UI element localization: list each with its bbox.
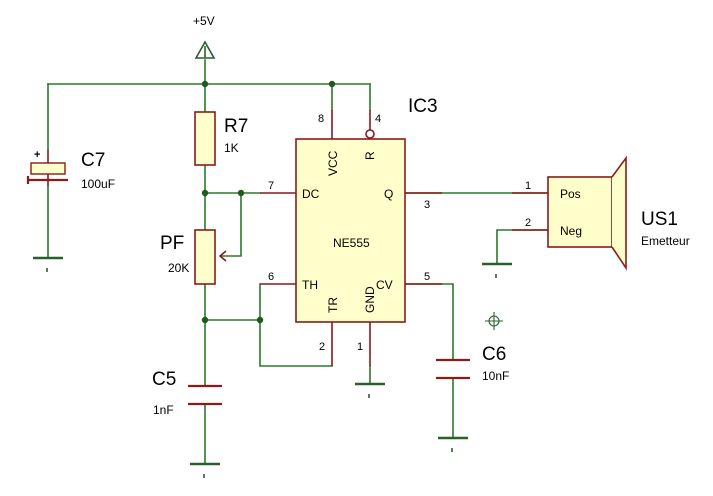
junctions	[201, 80, 336, 324]
speaker-neg-wire	[496, 229, 549, 265]
pf-ref-label: PF	[160, 233, 184, 254]
junction-dot	[201, 316, 209, 324]
ic3-ne555[interactable]: 8 4 7 6 3 5 2 1 VCC R DC Q TH CV TR GND …	[260, 96, 442, 366]
potentiometer-pf[interactable]: PF 20K	[160, 229, 227, 285]
junction-dot	[328, 80, 336, 88]
ground-icon	[190, 462, 220, 478]
c5-value-label: 1nF	[153, 403, 174, 417]
pin-6-number: 6	[268, 271, 274, 283]
resistor-r7[interactable]: R7 1K	[194, 111, 248, 166]
cv-c6-wire	[404, 283, 454, 361]
pin-4-inversion-icon	[365, 129, 375, 139]
pin-tr-name: TR	[326, 297, 340, 313]
capacitor-c5[interactable]: C5 1nF	[152, 369, 222, 417]
speaker-cone-icon	[611, 155, 627, 271]
ground-icon	[482, 262, 512, 278]
speaker-us1[interactable]: 1 2 Pos Neg US1 Emetteur	[512, 155, 690, 271]
pin-7-number: 7	[268, 180, 274, 192]
c6-ref-label: C6	[482, 344, 506, 365]
ground-icon	[355, 382, 385, 398]
r7-body	[194, 111, 216, 166]
capacitor-c7[interactable]: + C7 100uF	[26, 149, 115, 191]
ic3-body	[295, 138, 406, 323]
ic3-ref-label: IC3	[408, 96, 438, 117]
c7-top-plate	[30, 162, 66, 175]
pin-1-number: 1	[357, 341, 363, 353]
speaker-neg-number: 2	[525, 217, 531, 229]
c7-ref-label: C7	[81, 150, 105, 171]
pin-2-number: 2	[319, 341, 325, 353]
ground-icon	[33, 256, 63, 272]
speaker-pos-number: 1	[525, 180, 531, 192]
ground-icon	[438, 436, 468, 452]
pin-cv-name: CV	[376, 278, 393, 292]
ic3-part-label: NE555	[333, 236, 370, 250]
c5-plates	[188, 384, 222, 406]
junction-dot	[201, 189, 209, 197]
pin-gnd-name: GND	[363, 286, 377, 313]
th-tr-loop-wire	[259, 283, 333, 367]
junction-dot	[256, 316, 264, 324]
c5-ref-label: C5	[152, 369, 176, 390]
us1-value-label: Emetteur	[641, 234, 690, 248]
origin-marker-icon	[485, 312, 503, 330]
speaker-body	[547, 176, 613, 248]
junction-dot	[201, 80, 209, 88]
pin-vcc-name: VCC	[326, 150, 340, 176]
speaker-neg-name: Neg	[560, 224, 582, 238]
speaker-leads	[512, 192, 548, 231]
pin-r-name: R	[363, 151, 377, 160]
pin-8-number: 8	[318, 113, 324, 125]
c6-plates	[436, 358, 470, 380]
capacitor-c6[interactable]: C6 10nF	[436, 344, 509, 383]
us1-ref-label: US1	[641, 209, 678, 230]
pin-3-number: 3	[424, 199, 430, 211]
c7-polarity-label: +	[34, 149, 40, 161]
pin-dc-name: DC	[302, 187, 320, 201]
pin-th-name: TH	[302, 278, 318, 292]
r7-value-label: 1K	[224, 141, 239, 155]
pin-4-number: 4	[375, 113, 381, 125]
ground-symbols	[33, 256, 512, 478]
speaker-pos-name: Pos	[560, 187, 581, 201]
pf-value-label: 20K	[168, 261, 189, 275]
c6-value-label: 10nF	[482, 369, 509, 383]
pin-5-number: 5	[424, 271, 430, 283]
pin-q-name: Q	[384, 187, 393, 201]
junction-dot	[237, 189, 245, 197]
pf-body	[194, 229, 216, 285]
power-terminal[interactable]: +5V	[193, 14, 216, 59]
pf-wiper-arrow-icon	[219, 250, 227, 262]
pf-wiper-wire	[219, 192, 242, 257]
c7-value-label: 100uF	[81, 177, 115, 191]
power-label: +5V	[193, 14, 215, 28]
r7-ref-label: R7	[224, 116, 248, 137]
